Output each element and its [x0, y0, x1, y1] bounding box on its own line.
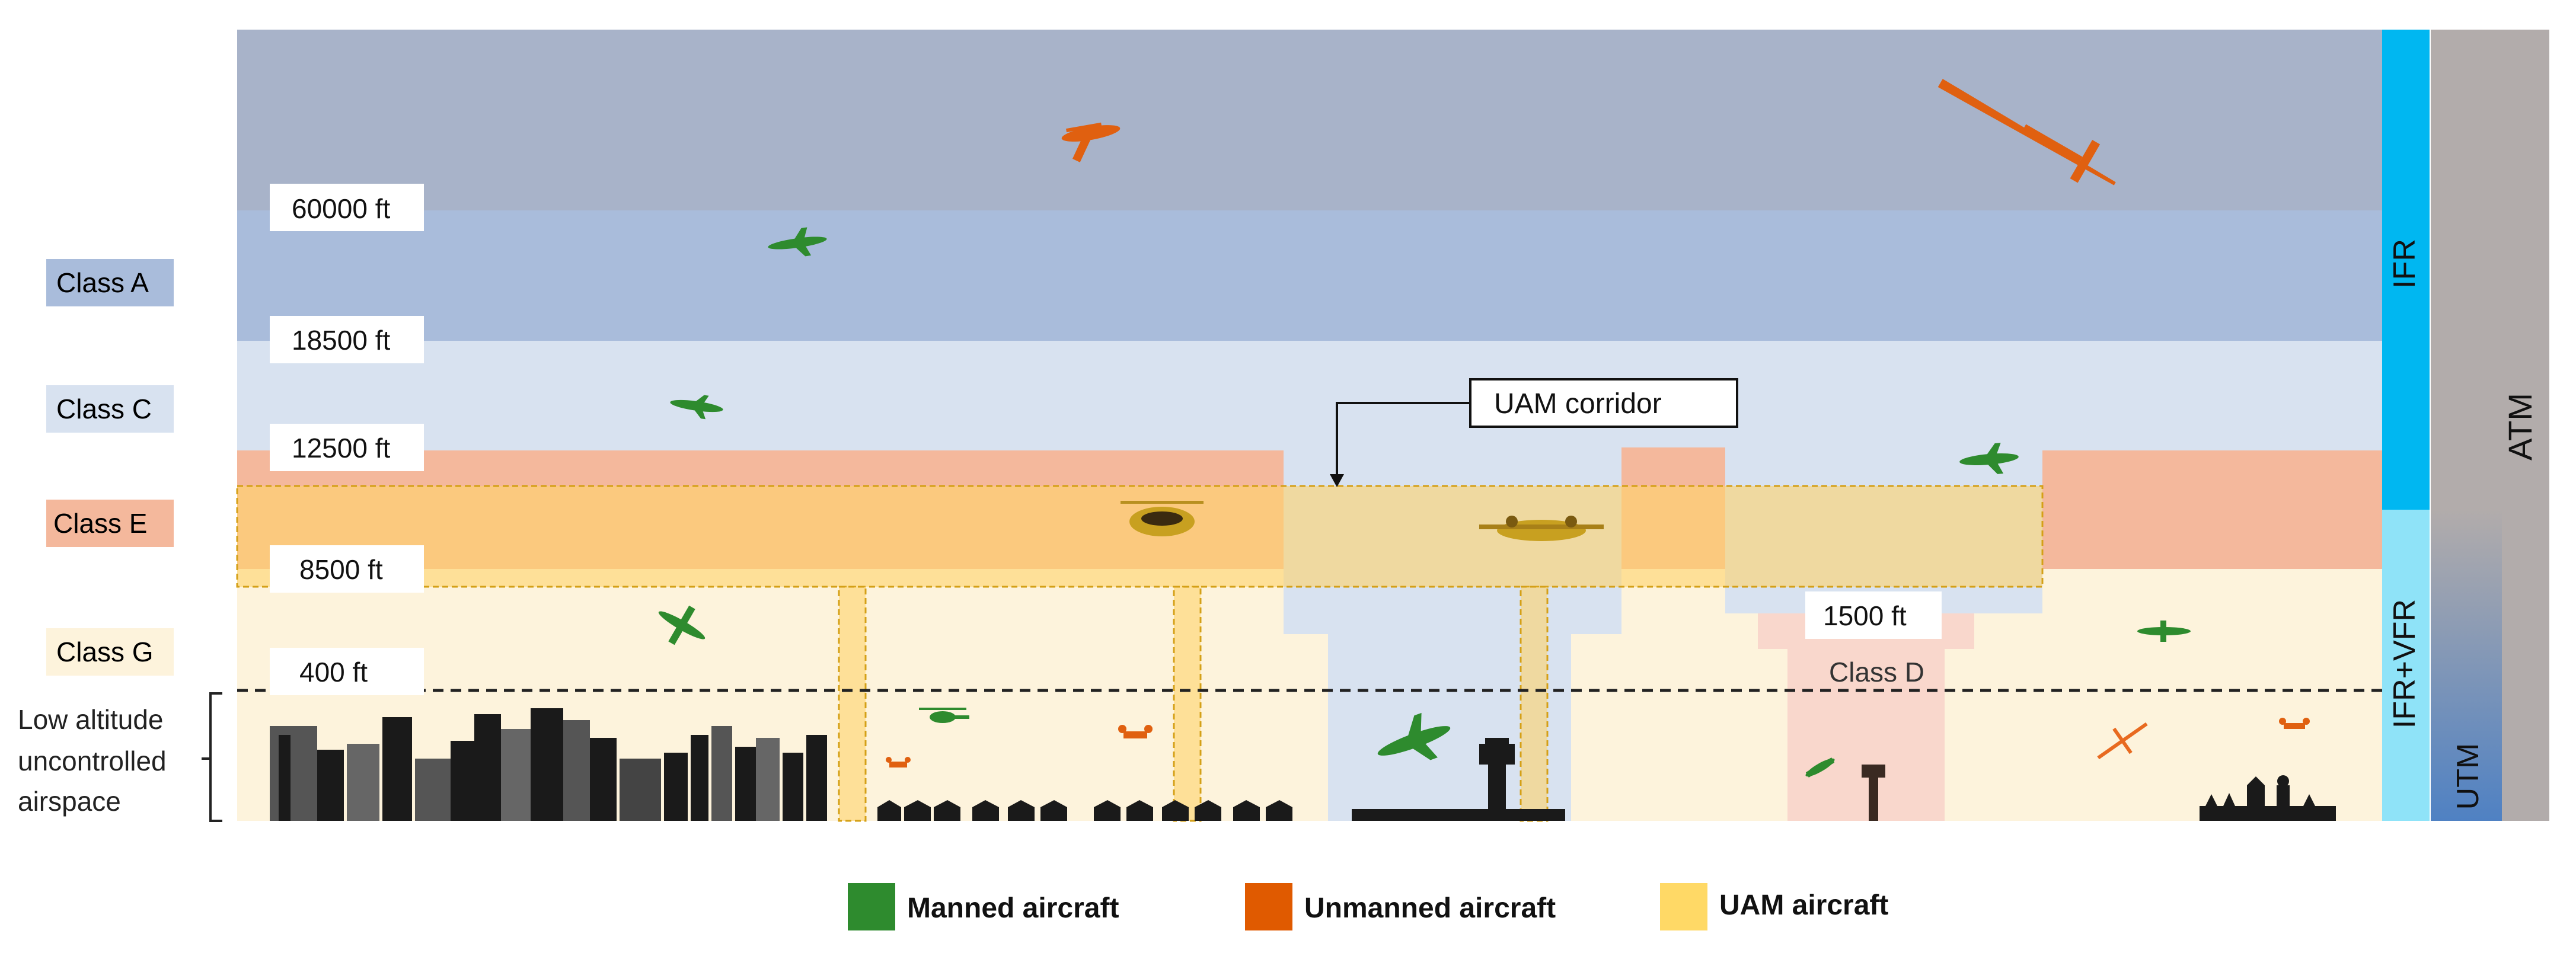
uam-aircraft-2 — [1479, 516, 1604, 541]
uncontrolled-line-2: uncontrolled — [18, 746, 167, 776]
class-c-label: Class C — [56, 394, 152, 424]
ifr-vfr-label: IFR+VFR — [2387, 599, 2422, 728]
altitude-labels: 60000 ft 18500 ft 12500 ft 8500 ft 400 f… — [270, 184, 1942, 695]
legend: Manned aircraft Unmanned aircraft UAM ai… — [848, 883, 1888, 930]
uam-aircraft-1 — [1121, 501, 1204, 536]
uam-corridor-arrow — [1336, 402, 1470, 477]
city-skyline — [270, 708, 827, 821]
alt-8500-text: 8500 ft — [299, 554, 383, 585]
suburban-houses — [877, 800, 1292, 821]
legend-unmanned-label: Unmanned aircraft — [1304, 893, 1556, 924]
alt-18500-box — [270, 316, 424, 363]
ifr-label: IFR — [2387, 239, 2422, 289]
utm-bar — [2431, 510, 2502, 821]
manned-prop-3 — [1805, 757, 1835, 778]
class-e-swatch — [46, 500, 174, 547]
unmanned-glider — [1937, 79, 2116, 186]
class-d-label: Class D — [1829, 657, 1924, 687]
alt-1500-box — [1805, 591, 1942, 639]
ifr-vfr-bar — [2382, 510, 2430, 821]
uncontrolled-bracket — [202, 692, 222, 822]
class-a-swatch — [46, 259, 174, 306]
uncontrolled-line-3: airspace — [18, 786, 121, 817]
manned-jet-3 — [1959, 443, 2019, 474]
manned-jet-2 — [670, 395, 723, 420]
utm-label: UTM — [2451, 743, 2485, 810]
class-g-swatch — [46, 628, 174, 676]
legend-uam-swatch — [1660, 883, 1707, 930]
unmanned-quad-2 — [886, 757, 911, 767]
unmanned-fixedwing — [2097, 722, 2148, 760]
legend-manned-label: Manned aircraft — [907, 893, 1119, 924]
class-c-band — [237, 341, 2389, 450]
manned-prop-1 — [658, 605, 706, 645]
atm-label: ATM — [2501, 393, 2539, 460]
alt-60000-box — [270, 184, 424, 231]
uam-corridor-callout-text: UAM corridor — [1494, 388, 1662, 420]
class-a-label: Class A — [56, 267, 149, 298]
manned-jet-4 — [1377, 712, 1451, 760]
alt-18500-text: 18500 ft — [292, 325, 390, 356]
unmanned-quad-3 — [2279, 718, 2310, 729]
alt-1500-text: 1500 ft — [1823, 600, 1907, 631]
uam-corridor-arrowhead — [1330, 474, 1344, 487]
legend-unmanned-swatch — [1245, 883, 1292, 930]
uncontrolled-airspace-label: Low altitude uncontrolled airspace — [18, 704, 167, 817]
farm — [2200, 775, 2336, 821]
class-e-label: Class E — [53, 508, 147, 539]
ifr-bar — [2382, 30, 2430, 510]
legend-manned-swatch — [848, 883, 895, 930]
alt-8500-box — [270, 545, 424, 593]
alt-12500-box — [270, 424, 424, 471]
manned-prop-2 — [2137, 621, 2191, 642]
legend-uam-label: UAM aircraft — [1719, 890, 1888, 921]
class-g-label: Class G — [56, 637, 154, 667]
unmanned-quad-1 — [1118, 725, 1153, 738]
manned-helicopter — [919, 708, 969, 723]
uncontrolled-line-1: Low altitude — [18, 704, 164, 735]
top-band — [237, 30, 2389, 210]
airport — [1352, 738, 1565, 821]
manned-jet-1 — [768, 227, 827, 257]
alt-400-box — [270, 648, 424, 695]
unmanned-drone-top — [1061, 122, 1121, 162]
class-a-band — [237, 210, 2389, 341]
class-d-column — [1787, 649, 1945, 821]
class-c-swatch — [46, 385, 174, 433]
alt-60000-text: 60000 ft — [292, 193, 390, 224]
alt-400-text: 400 ft — [299, 657, 368, 687]
control-tower — [1862, 765, 1885, 821]
alt-12500-text: 12500 ft — [292, 433, 390, 463]
